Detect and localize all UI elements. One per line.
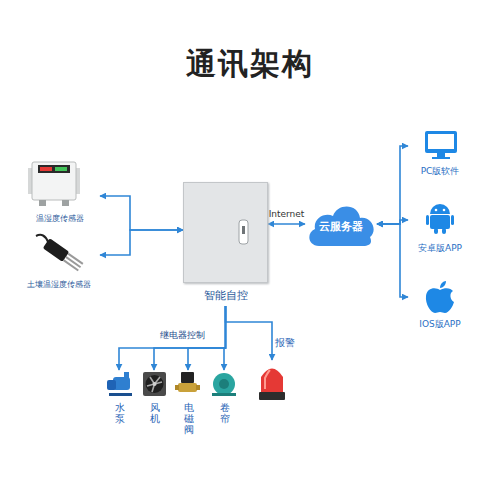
monitor-frame — [425, 131, 457, 153]
probe-pin — [63, 259, 79, 271]
alarm-node: 报警 — [257, 360, 287, 402]
mount-ear — [74, 168, 80, 194]
connector-arrow — [377, 146, 408, 224]
probe-pin — [65, 256, 81, 268]
sensor-node: 土壤温湿度传感器 — [18, 234, 100, 290]
fan-hub — [153, 382, 157, 386]
monitor-screen — [428, 134, 454, 149]
android-eye — [435, 209, 438, 212]
valve-body — [178, 383, 197, 392]
alarm-icon — [259, 369, 285, 401]
display-digits — [40, 167, 52, 171]
node-label: 风机 — [149, 402, 160, 424]
pump-base — [109, 393, 132, 396]
handle-lock — [242, 226, 245, 234]
connector-arrow — [119, 306, 226, 370]
pump-motor — [107, 380, 116, 390]
node-label: 安卓版APP — [402, 242, 478, 255]
sensor-node: 温湿度传感器 — [20, 158, 100, 224]
node-label: 云服务器 — [305, 219, 377, 234]
alarm-dome — [261, 369, 283, 393]
probe-group — [43, 238, 84, 272]
cabinet-box — [183, 182, 268, 283]
android-arm — [451, 215, 454, 225]
sensor-housing — [32, 162, 76, 200]
probe-pin — [68, 253, 84, 265]
node-label: 水泵 — [114, 402, 125, 424]
node-label: 电磁阀 — [183, 402, 194, 435]
node-label: 报警 — [275, 336, 295, 350]
device-node: 水泵 — [105, 370, 133, 436]
android-arm — [426, 215, 429, 225]
node-label: 土壤温湿度传感器 — [18, 279, 100, 290]
android-body — [430, 215, 450, 229]
curtain-motor-icon — [212, 373, 236, 396]
apple-body — [426, 288, 454, 313]
pump-icon — [107, 372, 132, 396]
pump-body — [113, 377, 130, 390]
mount-ear — [28, 168, 34, 194]
cable-gland — [39, 200, 46, 206]
motor-base — [212, 393, 236, 396]
monitor-stand — [437, 153, 445, 158]
android-leg — [442, 228, 446, 234]
device-node: 卷帘 — [210, 370, 238, 436]
device-node: 风机 — [140, 370, 168, 436]
connector-arrow — [100, 196, 183, 230]
motor-gear — [219, 379, 229, 389]
node-label: 智能自控 — [173, 288, 278, 303]
valve-port — [196, 385, 200, 390]
cabinet-handle — [239, 220, 248, 244]
device-node: 电磁阀 — [174, 370, 202, 436]
cloud-server: 云服务器 — [305, 200, 377, 248]
cable-gland — [62, 200, 69, 206]
pump-outlet — [124, 372, 129, 378]
apple-icon — [426, 281, 454, 313]
connector-arrow — [268, 223, 305, 225]
valve-coil — [181, 372, 194, 383]
alarm-highlight — [265, 370, 270, 389]
sensor-display — [38, 165, 70, 173]
connector-arrow — [100, 230, 183, 255]
fan-icon — [143, 372, 166, 396]
fan-frame — [143, 372, 166, 396]
alarm-base — [259, 392, 285, 400]
monitor-base — [432, 157, 450, 159]
valve-port — [175, 385, 179, 390]
diagram-title: 通讯架构 — [0, 44, 500, 85]
sensor-cable — [36, 235, 48, 242]
client-node: IOS版APP — [408, 281, 472, 331]
probe-body — [43, 238, 70, 262]
fan-ring — [146, 375, 164, 393]
connector-arrow — [226, 306, 273, 360]
node-label: 温湿度传感器 — [20, 213, 100, 224]
control-cabinet: 智能自控 — [183, 182, 268, 306]
client-node: PC版软件 — [408, 128, 472, 178]
fan-blades — [147, 377, 162, 392]
motor-housing — [213, 373, 235, 395]
edge-label: Internet — [247, 209, 327, 219]
android-icon — [426, 204, 454, 234]
android-eye — [443, 209, 446, 212]
node-label: 卷帘 — [219, 402, 230, 424]
valve-icon — [175, 372, 200, 392]
display-digits — [55, 167, 67, 171]
pc-icon — [425, 131, 457, 159]
client-node: 安卓版APP — [408, 203, 472, 255]
annotation-label: 继电器控制 — [160, 329, 205, 342]
node-label: IOS版APP — [402, 318, 478, 331]
node-label: PC版软件 — [402, 165, 478, 178]
android-leg — [434, 228, 438, 234]
soil-sensor-icon — [36, 235, 84, 272]
th-sensor-icon — [28, 162, 80, 206]
connector-arrow — [154, 306, 226, 370]
apple-leaf — [440, 281, 446, 288]
android-head — [430, 204, 450, 214]
connector-arrow — [377, 224, 408, 297]
handle-plate — [239, 220, 248, 244]
